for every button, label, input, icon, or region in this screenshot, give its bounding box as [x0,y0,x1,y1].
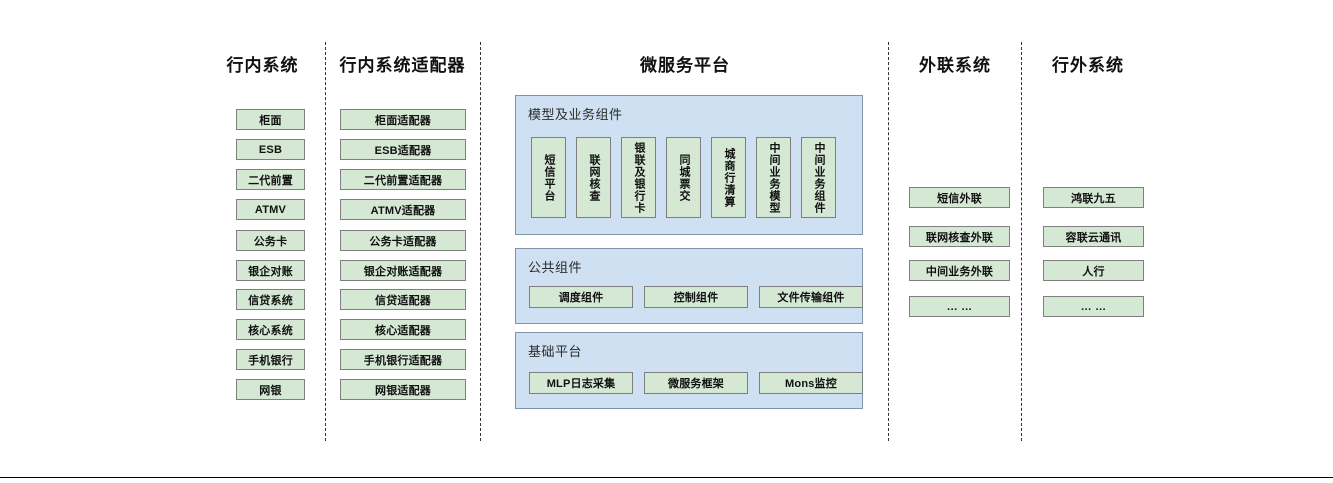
node-public-component[interactable]: 控制组件 [644,286,748,308]
column-header-microservice-platform: 微服务平台 [640,56,730,75]
node-model-component[interactable]: 中间业务组件 [801,137,836,218]
node-internal-system[interactable]: ATMV [236,199,305,220]
column-header-internal-systems: 行内系统 [226,56,299,75]
node-model-component[interactable]: 城商行清算 [711,137,746,218]
node-outside-bank-system[interactable]: … … [1043,296,1144,317]
node-model-component[interactable]: 短信平台 [531,137,566,218]
node-internal-system[interactable]: 银企对账 [236,260,305,281]
node-outside-bank-system[interactable]: 人行 [1043,260,1144,281]
node-internal-adapter[interactable]: 网银适配器 [340,379,466,400]
node-internal-adapter[interactable]: 银企对账适配器 [340,260,466,281]
node-internal-adapter[interactable]: ESB适配器 [340,139,466,160]
node-model-component[interactable]: 联网核查 [576,137,611,218]
column-header-outside-bank-systems: 行外系统 [1052,56,1124,75]
node-public-component[interactable]: 调度组件 [529,286,633,308]
node-internal-adapter[interactable]: 手机银行适配器 [340,349,466,370]
node-internal-adapter[interactable]: ATMV适配器 [340,199,466,220]
node-internal-system[interactable]: 柜面 [236,109,305,130]
node-external-link-system[interactable]: 联网核查外联 [909,226,1010,247]
node-external-link-system[interactable]: 中间业务外联 [909,260,1010,281]
node-internal-adapter[interactable]: 二代前置适配器 [340,169,466,190]
node-model-component[interactable]: 同城票交 [666,137,701,218]
node-internal-system[interactable]: 二代前置 [236,169,305,190]
node-base-platform-component[interactable]: 微服务框架 [644,372,748,394]
column-header-external-link-systems: 外联系统 [919,56,991,75]
band-base-platform: 基础平台 [515,332,863,409]
node-internal-system[interactable]: ESB [236,139,305,160]
node-model-component[interactable]: 中间业务模型 [756,137,791,218]
node-internal-system[interactable]: 手机银行 [236,349,305,370]
band-title-base-platform: 基础平台 [528,344,583,359]
column-divider-4 [1021,42,1022,441]
node-internal-system[interactable]: 核心系统 [236,319,305,340]
node-outside-bank-system[interactable]: 鸿联九五 [1043,187,1144,208]
node-internal-adapter[interactable]: 核心适配器 [340,319,466,340]
node-internal-adapter[interactable]: 柜面适配器 [340,109,466,130]
node-external-link-system[interactable]: … … [909,296,1010,317]
column-divider-1 [325,42,326,441]
node-internal-adapter[interactable]: 公务卡适配器 [340,230,466,251]
node-base-platform-component[interactable]: Mons监控 [759,372,863,394]
bottom-frame-rule [0,477,1333,478]
column-divider-2 [480,42,481,441]
node-internal-adapter[interactable]: 信贷适配器 [340,289,466,310]
band-title-model-business-components: 模型及业务组件 [528,107,623,122]
column-header-internal-adapters: 行内系统适配器 [339,56,466,75]
node-outside-bank-system[interactable]: 容联云通讯 [1043,226,1144,247]
node-model-component[interactable]: 银联及银行卡 [621,137,656,218]
node-public-component[interactable]: 文件传输组件 [759,286,863,308]
node-base-platform-component[interactable]: MLP日志采集 [529,372,633,394]
node-external-link-system[interactable]: 短信外联 [909,187,1010,208]
node-internal-system[interactable]: 网银 [236,379,305,400]
node-internal-system[interactable]: 公务卡 [236,230,305,251]
band-title-public-components: 公共组件 [528,260,583,275]
column-divider-3 [888,42,889,441]
node-internal-system[interactable]: 信贷系统 [236,289,305,310]
